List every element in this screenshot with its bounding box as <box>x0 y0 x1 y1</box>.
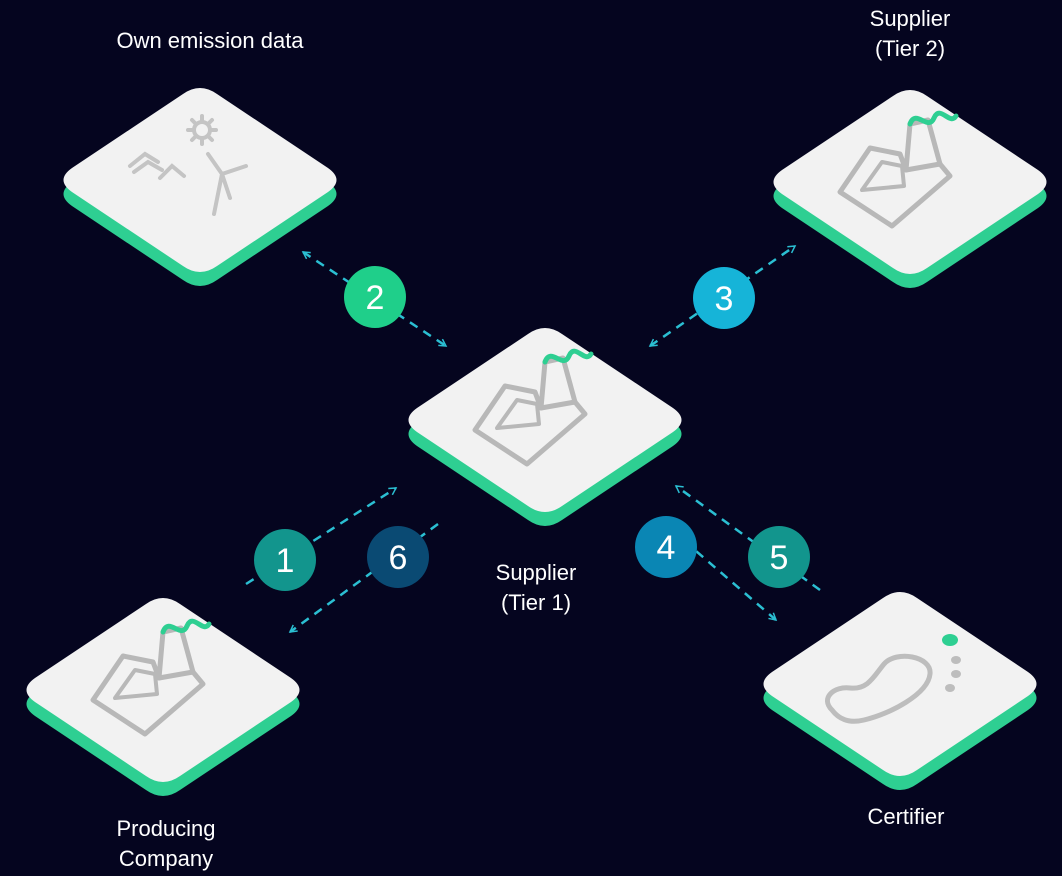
svg-text:1: 1 <box>276 542 295 580</box>
supplier-tier1-label-line1: Supplier <box>495 560 577 585</box>
svg-text:5: 5 <box>770 539 789 577</box>
step-badge-5: 5 <box>748 526 810 588</box>
svg-text:4: 4 <box>657 529 676 567</box>
svg-text:6: 6 <box>389 539 408 577</box>
step-badge-4: 4 <box>635 516 697 578</box>
producing-company-label-line1: Producing <box>116 816 216 841</box>
supplier-tier2-label: Supplier (Tier 2) <box>810 4 1010 64</box>
certifier-tile <box>763 592 1037 790</box>
supplier-tier1-label: Supplier (Tier 1) <box>436 558 636 618</box>
supplier-tier2-label-line2: (Tier 2) <box>874 36 946 61</box>
arrow-certifier-supplier1 <box>676 484 821 592</box>
step-badge-2: 2 <box>344 266 406 328</box>
footprint-icon <box>825 634 961 724</box>
svg-text:3: 3 <box>715 280 734 318</box>
producing-company-tile <box>26 598 300 796</box>
producing-company-label-line2: Company <box>118 846 214 871</box>
certifier-label: Certifier <box>806 802 1006 832</box>
step-badge-6: 6 <box>367 526 429 588</box>
supplier-tier1-tile <box>408 328 682 526</box>
renewable-energy-icon <box>128 114 248 216</box>
supplier-tier2-label-line1: Supplier <box>869 6 951 31</box>
arrow-supplier1-producer <box>290 522 439 634</box>
supplier-tier1-label-line2: (Tier 1) <box>500 590 572 615</box>
own-emission-label-text: Own emission data <box>116 28 304 53</box>
own-emission-tile <box>63 88 337 286</box>
step-badge-3: 3 <box>693 267 755 329</box>
arrow-producer-supplier1 <box>245 486 396 586</box>
svg-text:2: 2 <box>366 279 385 317</box>
own-emission-label: Own emission data <box>60 26 360 56</box>
supplier-tier2-tile <box>773 90 1047 288</box>
step-badge-1: 1 <box>254 529 316 591</box>
producing-company-label: Producing Company <box>66 814 266 874</box>
certifier-label-text: Certifier <box>867 804 945 829</box>
